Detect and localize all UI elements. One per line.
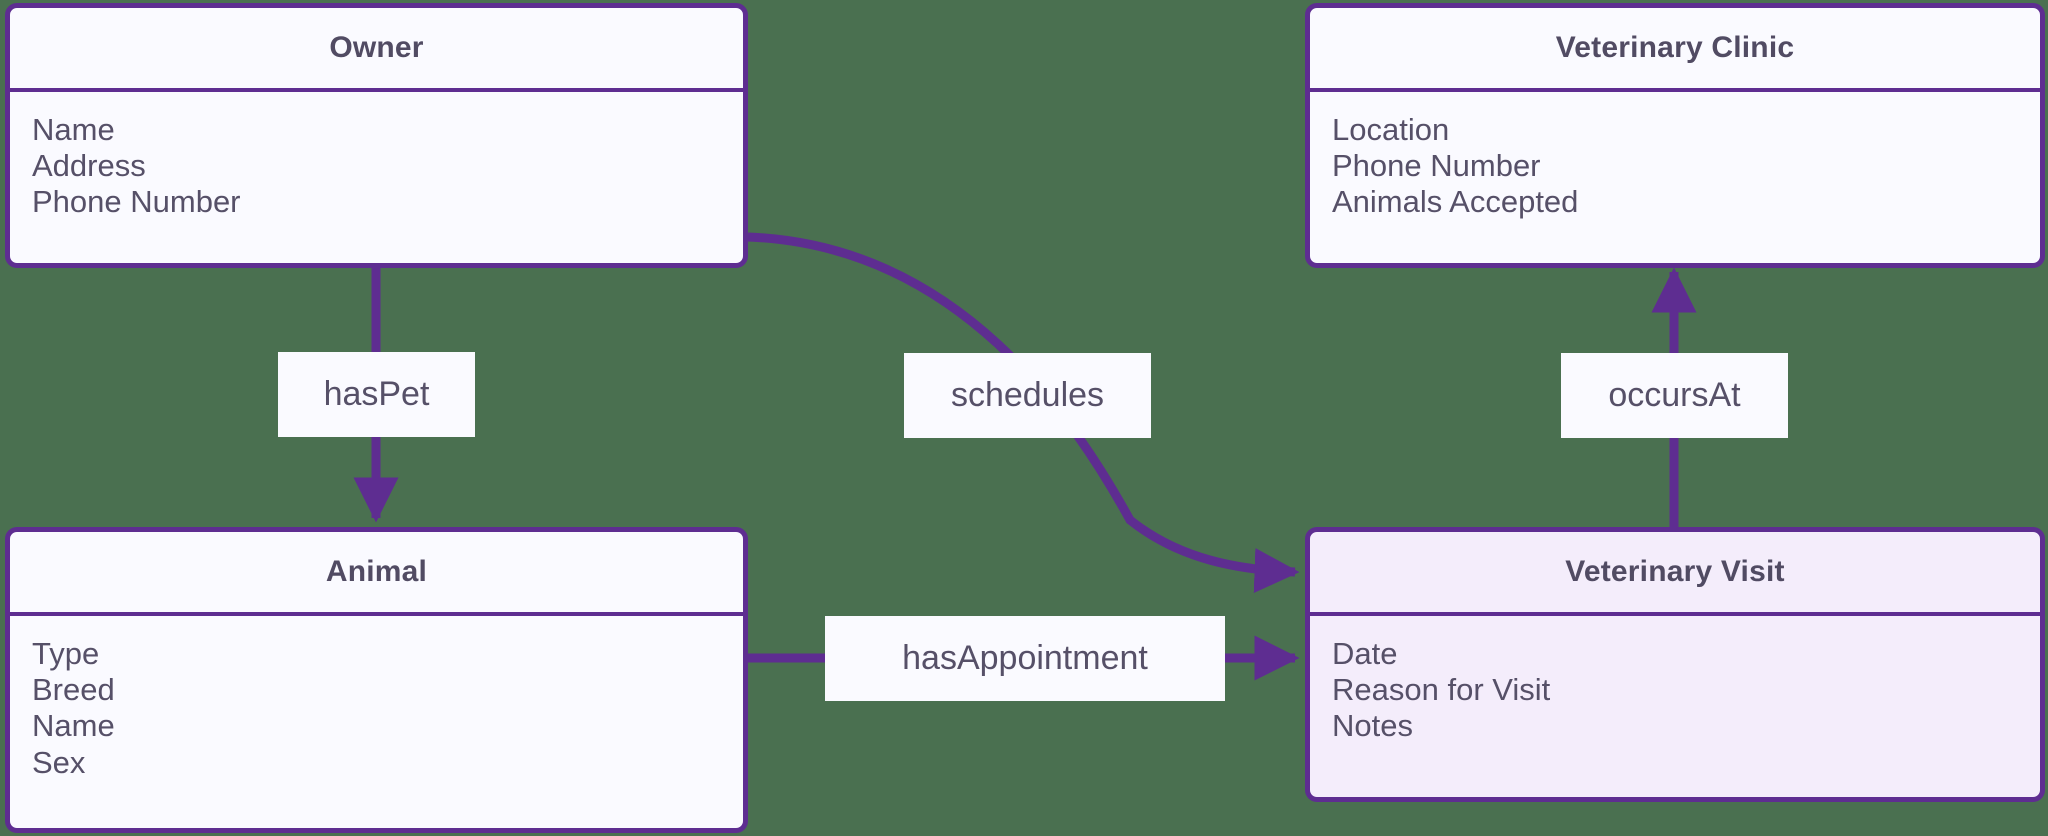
attribute-row: Phone Number (32, 184, 241, 220)
attribute-row: Animals Accepted (1332, 184, 1579, 220)
entity-owner-title: Owner (329, 31, 424, 64)
entity-owner-header: Owner (10, 8, 743, 92)
entity-veterinary-clinic-title: Veterinary Clinic (1555, 31, 1795, 64)
edge-label-haspet[interactable]: hasPet (278, 352, 475, 437)
edge-schedules (747, 232, 1300, 594)
entity-veterinary-visit-title: Veterinary Visit (1565, 555, 1785, 588)
entity-veterinary-visit[interactable]: Veterinary Visit Date Reason for Visit N… (1305, 527, 2045, 802)
entity-veterinary-visit-header: Veterinary Visit (1310, 532, 2040, 616)
entity-animal-title: Animal (325, 555, 428, 588)
entity-veterinary-visit-attributes: Date Reason for Visit Notes (1310, 616, 2040, 745)
attribute-row: Type (32, 636, 100, 671)
edge-label-schedules[interactable]: schedules (904, 353, 1151, 438)
attribute-row: Location (1332, 112, 1450, 147)
attribute-row: Notes (1332, 708, 1413, 744)
entity-animal[interactable]: Animal Type Breed Name Sex (5, 527, 748, 833)
attribute-row: Name (32, 112, 115, 147)
entity-animal-attributes: Type Breed Name Sex (10, 616, 743, 781)
attribute-row: Address (32, 148, 146, 184)
attribute-row: Phone Number (1332, 148, 1541, 184)
attribute-row: Breed (32, 672, 115, 708)
attribute-row: Name (32, 708, 115, 744)
edge-label-occursat[interactable]: occursAt (1561, 353, 1788, 438)
entity-veterinary-clinic-attributes: Location Phone Number Animals Accepted (1310, 92, 2040, 221)
attribute-row: Date (1332, 636, 1398, 671)
entity-owner[interactable]: Owner Name Address Phone Number (5, 3, 748, 268)
attribute-row: Reason for Visit (1332, 672, 1551, 708)
entity-animal-header: Animal (10, 532, 743, 616)
edge-label-hasappointment[interactable]: hasAppointment (825, 616, 1225, 701)
entity-veterinary-clinic-header: Veterinary Clinic (1310, 8, 2040, 92)
attribute-row: Sex (32, 744, 86, 780)
entity-owner-attributes: Name Address Phone Number (10, 92, 743, 221)
entity-veterinary-clinic[interactable]: Veterinary Clinic Location Phone Number … (1305, 3, 2045, 268)
